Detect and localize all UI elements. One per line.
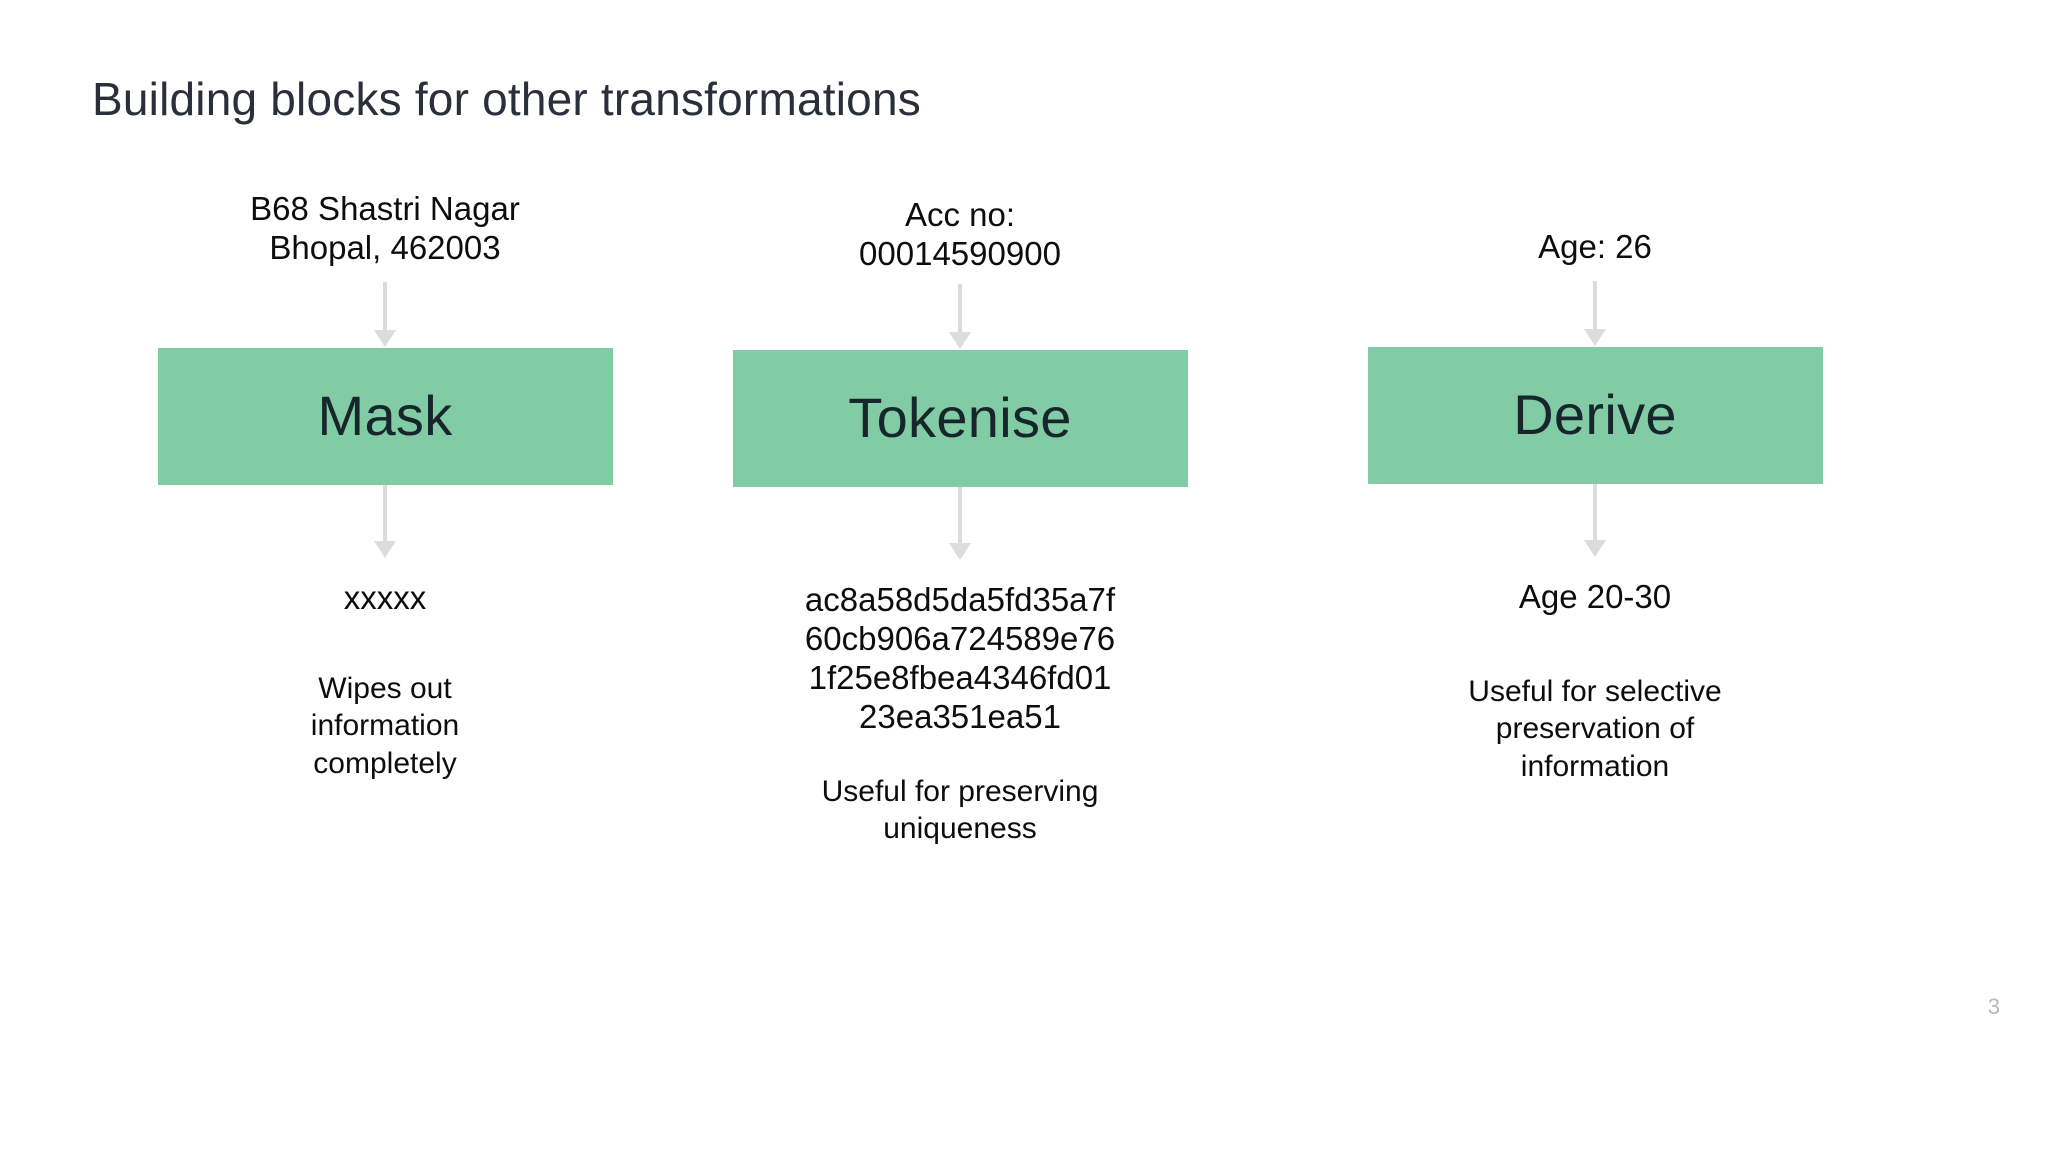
transformation-column-mask: B68 Shastri Nagar Bhopal, 462003 Mask xx… [155, 190, 615, 782]
transformation-column-tokenise: Acc no: 00014590900 Tokenise ac8a58d5da5… [730, 190, 1190, 848]
transformation-columns: B68 Shastri Nagar Bhopal, 462003 Mask xx… [0, 190, 2048, 1090]
down-arrow-icon [1584, 280, 1606, 347]
input-value-derive: Age: 26 [1538, 228, 1652, 265]
input-value-tokenise: Acc no: 00014590900 [859, 196, 1061, 272]
down-arrow-icon [374, 281, 396, 348]
output-value-derive: Age 20-30 [1518, 577, 1672, 615]
down-arrow-icon [949, 486, 971, 565]
input-value-mask: B68 Shastri Nagar Bhopal, 462003 [250, 190, 520, 266]
down-arrow-icon [949, 283, 971, 350]
down-arrow-icon [374, 484, 396, 563]
page-number: 3 [1987, 994, 2000, 1019]
transformation-column-derive: Age: 26 Derive Age 20-30 Useful for sele… [1365, 190, 1825, 785]
caption-mask: Wipes out information completely [310, 671, 460, 780]
caption-derive: Useful for selective preservation of inf… [1468, 674, 1722, 783]
output-value-mask: xxxxx [343, 578, 427, 616]
page-title: Building blocks for other transformation… [92, 73, 921, 125]
output-value-tokenise: ac8a58d5da5fd35a7f 60cb906a724589e76 1f2… [804, 580, 1116, 735]
down-arrow-icon [1584, 483, 1606, 562]
operation-box-mask[interactable]: Mask [157, 347, 613, 485]
operation-box-derive[interactable]: Derive [1367, 346, 1823, 484]
caption-tokenise: Useful for preserving uniqueness [821, 774, 1099, 846]
operation-box-tokenise[interactable]: Tokenise [732, 349, 1188, 487]
